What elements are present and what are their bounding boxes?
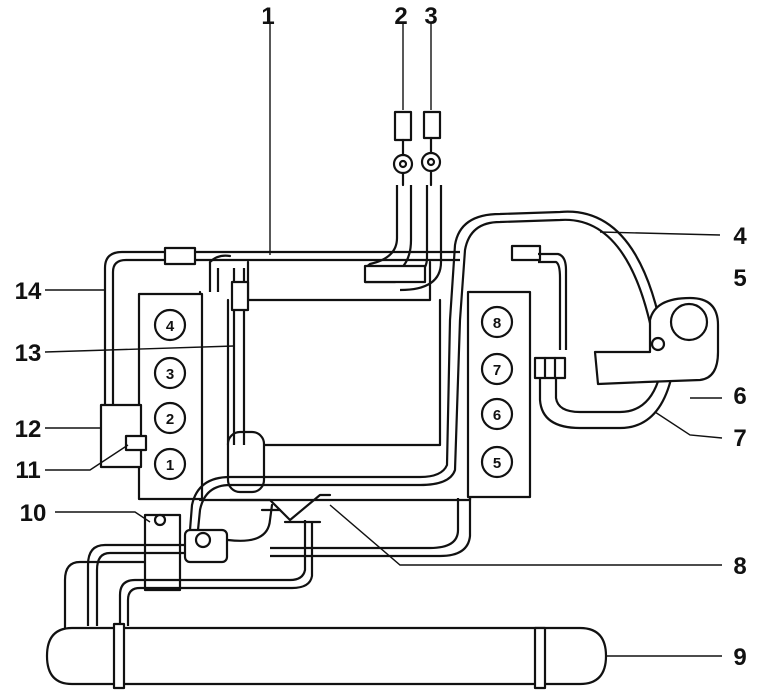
callout-leaders <box>44 22 723 657</box>
callout-11-label: 11 <box>15 457 40 484</box>
cylinder-7-label: 7 <box>493 362 501 379</box>
expansion-reservoir <box>593 296 720 386</box>
callout-8-label: 8 <box>733 553 746 580</box>
callout-5-label: 5 <box>733 265 746 292</box>
upper-coolant-pipe <box>103 244 542 405</box>
callout-10-label: 10 <box>20 500 47 527</box>
cylinder-3-label: 3 <box>166 366 174 383</box>
cylinder-4-label: 4 <box>166 318 175 335</box>
callout-4-label: 4 <box>733 223 747 250</box>
cylinder-1-label: 1 <box>166 457 174 474</box>
callout-3-label: 3 <box>424 3 437 30</box>
cylinder-8-label: 8 <box>493 315 501 332</box>
callout-13-label: 13 <box>15 340 42 367</box>
lower-reservoir-hose <box>533 252 689 430</box>
callout-1-label: 1 <box>261 3 274 30</box>
callout-2-label: 2 <box>394 3 407 30</box>
cylinder-2-label: 2 <box>166 411 174 428</box>
coolant-sensor <box>99 403 148 469</box>
callout-12-label: 12 <box>15 416 42 443</box>
heater-hoses <box>363 110 443 292</box>
lower-radiator-hoses <box>63 498 472 630</box>
cylinder-6-label: 6 <box>493 407 501 424</box>
vertical-bleed-pipes <box>208 254 250 445</box>
cylinder-5-label: 5 <box>493 455 501 472</box>
callout-14-label: 14 <box>15 278 42 305</box>
radiator <box>45 622 608 690</box>
left-cylinder-bank: 4 3 2 1 <box>137 292 204 501</box>
callout-7-label: 7 <box>733 425 746 452</box>
callout-9-label: 9 <box>733 644 746 671</box>
reservoir-hose <box>188 210 666 531</box>
callout-labels: 1 2 3 4 5 6 7 8 9 10 11 12 13 14 <box>15 3 748 671</box>
right-cylinder-bank: 8 7 6 5 <box>466 290 532 499</box>
callout-6-label: 6 <box>733 383 746 410</box>
